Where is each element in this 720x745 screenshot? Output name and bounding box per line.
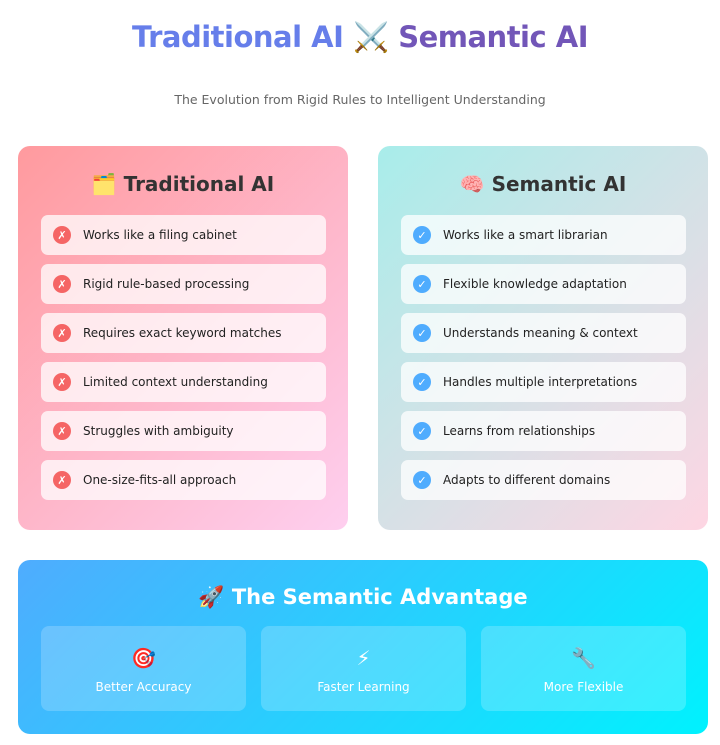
check-icon: ✓: [413, 226, 431, 244]
item-text: Rigid rule-based processing: [83, 277, 250, 291]
advantage-card: ⚡ Faster Learning: [261, 626, 466, 711]
list-item: ✓ Understands meaning & context: [401, 313, 686, 353]
x-mark-icon: ✗: [53, 324, 71, 342]
x-mark-icon: ✗: [53, 373, 71, 391]
check-icon: ✓: [413, 422, 431, 440]
advantage-label: Better Accuracy: [95, 680, 192, 694]
x-mark-icon: ✗: [53, 471, 71, 489]
semantic-heading: 🧠 Semantic AI: [378, 172, 708, 196]
x-mark-icon: ✗: [53, 275, 71, 293]
target-icon: 🎯: [131, 646, 156, 670]
list-item: ✗ One-size-fits-all approach: [41, 460, 326, 500]
list-item: ✗ Works like a filing cabinet: [41, 215, 326, 255]
semantic-ai-card: 🧠 Semantic AI ✓ Works like a smart librar…: [378, 146, 708, 530]
item-text: One-size-fits-all approach: [83, 473, 237, 487]
advantage-heading: 🚀 The Semantic Advantage: [18, 585, 708, 610]
page-title: Traditional AI ⚔️ Semantic AI: [0, 20, 720, 55]
advantage-label: Faster Learning: [317, 680, 410, 694]
brain-icon: 🧠: [459, 172, 485, 196]
traditional-heading: 🗂️ Traditional AI: [18, 172, 348, 196]
traditional-ai-card: 🗂️ Traditional AI ✗ Works like a filing c…: [18, 146, 348, 530]
check-icon: ✓: [413, 275, 431, 293]
crossed-swords-icon: ⚔️: [352, 20, 389, 54]
check-icon: ✓: [413, 471, 431, 489]
traditional-title: Traditional AI: [123, 172, 275, 196]
advantage-title: The Semantic Advantage: [231, 585, 528, 609]
item-text: Adapts to different domains: [443, 473, 611, 487]
list-item: ✗ Requires exact keyword matches: [41, 313, 326, 353]
item-text: Struggles with ambiguity: [83, 424, 234, 438]
advantage-card: 🔧 More Flexible: [481, 626, 686, 711]
rocket-icon: 🚀: [198, 585, 225, 609]
x-mark-icon: ✗: [53, 226, 71, 244]
list-item: ✓ Flexible knowledge adaptation: [401, 264, 686, 304]
item-text: Handles multiple interpretations: [443, 375, 638, 389]
item-text: Understands meaning & context: [443, 326, 638, 340]
item-text: Works like a filing cabinet: [83, 228, 237, 242]
semantic-title: Semantic AI: [491, 172, 627, 196]
item-text: Works like a smart librarian: [443, 228, 608, 242]
check-icon: ✓: [413, 324, 431, 342]
advantage-label: More Flexible: [543, 680, 624, 694]
advantage-card: 🎯 Better Accuracy: [41, 626, 246, 711]
wrench-icon: 🔧: [571, 646, 596, 670]
list-item: ✓ Handles multiple interpretations: [401, 362, 686, 402]
lightning-icon: ⚡: [356, 646, 371, 670]
check-icon: ✓: [413, 373, 431, 391]
item-text: Flexible knowledge adaptation: [443, 277, 627, 291]
list-item: ✓ Learns from relationships: [401, 411, 686, 451]
title-right: Semantic AI: [398, 20, 589, 54]
list-item: ✗ Struggles with ambiguity: [41, 411, 326, 451]
title-left: Traditional AI: [131, 20, 344, 54]
list-item: ✗ Rigid rule-based processing: [41, 264, 326, 304]
file-dividers-icon: 🗂️: [91, 172, 117, 196]
item-text: Learns from relationships: [443, 424, 596, 438]
subtitle: The Evolution from Rigid Rules to Intell…: [174, 92, 546, 107]
item-text: Requires exact keyword matches: [83, 326, 282, 340]
list-item: ✓ Works like a smart librarian: [401, 215, 686, 255]
item-text: Limited context understanding: [83, 375, 268, 389]
list-item: ✗ Limited context understanding: [41, 362, 326, 402]
list-item: ✓ Adapts to different domains: [401, 460, 686, 500]
semantic-advantage-panel: 🚀 The Semantic Advantage 🎯 Better Accurac…: [18, 560, 708, 734]
x-mark-icon: ✗: [53, 422, 71, 440]
